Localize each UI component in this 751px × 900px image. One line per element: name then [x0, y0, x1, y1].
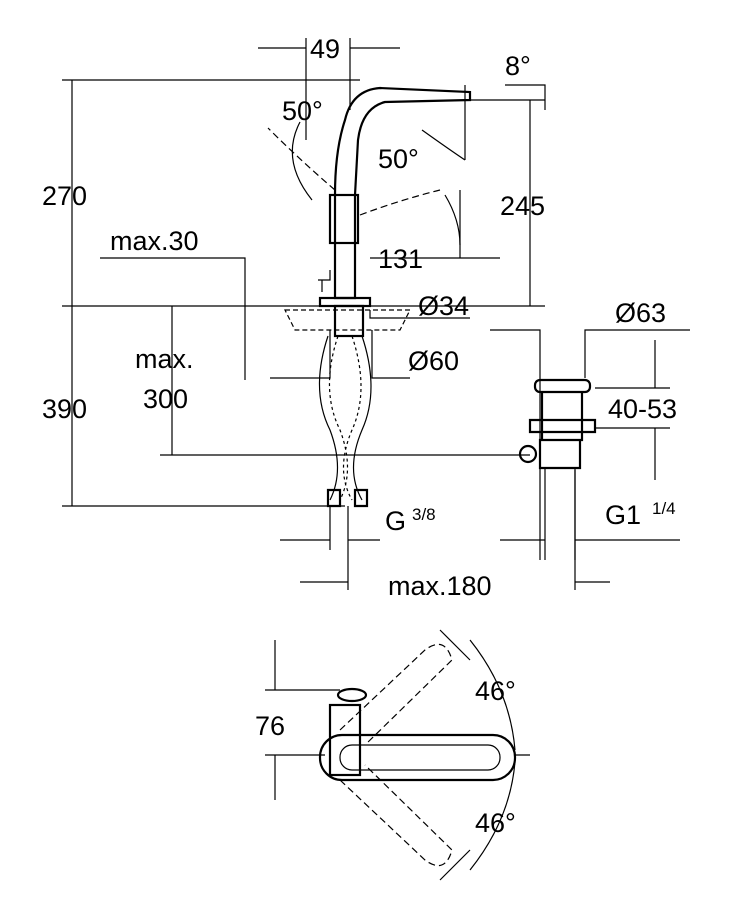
label-plan-angle-top: 46°: [475, 676, 516, 706]
label-spout-height: 245: [500, 191, 545, 221]
dimension-lines: [62, 38, 690, 590]
label-waste-diameter: Ø63: [615, 298, 666, 328]
label-inlet-thread-frac: 3/8: [412, 505, 436, 524]
faucet-side-view: [267, 86, 472, 508]
label-max-under-line1: max.: [135, 344, 194, 374]
label-waste-distance: max.180: [388, 571, 492, 601]
label-waste-thread-frac: 1/4: [652, 499, 676, 518]
label-waste-range: 40-53: [608, 394, 677, 424]
label-lever-angle-back: 50°: [282, 96, 323, 126]
label-base-diameter: Ø60: [408, 346, 459, 376]
label-lever-angle-front: 50°: [378, 144, 419, 174]
label-spout-angle: 8°: [505, 51, 531, 81]
waste-valve: [518, 378, 597, 560]
label-inlet-thread-main: G: [385, 506, 406, 536]
label-hose-length: 390: [42, 394, 87, 424]
label-max-under-line2: 300: [143, 384, 188, 414]
label-waste-thread-main: G1: [605, 500, 641, 530]
label-max-deck-thickness: max.30: [110, 226, 199, 256]
label-lever-reach: 131: [378, 244, 423, 274]
label-plan-angle-bottom: 46°: [475, 808, 516, 838]
label-spout-offset: 49: [310, 34, 340, 64]
label-plan-depth: 76: [255, 711, 285, 741]
faucet-plan-view: [265, 629, 530, 881]
label-total-height: 270: [42, 181, 87, 211]
label-hole-diameter: Ø34: [418, 291, 469, 321]
